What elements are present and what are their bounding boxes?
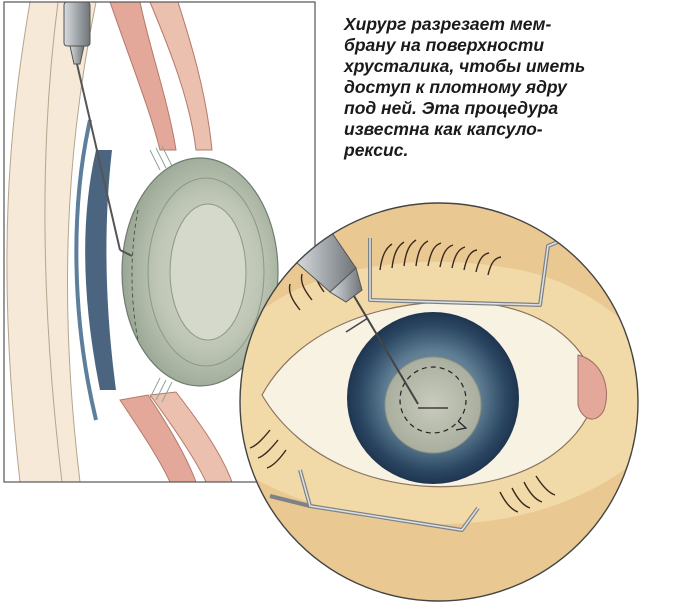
- caption-line: рексис.: [344, 140, 409, 160]
- eye-closeup-icon: [239, 202, 639, 602]
- caption-line: брану на поверхности: [344, 35, 545, 55]
- caption-text: Хирург разрезает мем- брану на поверхнос…: [344, 14, 666, 161]
- caption-line: известна как капсуло-: [344, 119, 543, 139]
- pupil-lens: [384, 356, 482, 454]
- caption-line: Хирург разрезает мем-: [344, 14, 552, 34]
- cross-section-panel: [3, 1, 316, 483]
- capsulorhexis-path: [399, 366, 467, 434]
- surgical-probe-icon: [63, 2, 133, 257]
- caption-line: хрусталика, чтобы иметь: [344, 56, 586, 76]
- caption-line: доступ к плотному ядру: [344, 77, 567, 97]
- caption-line: под ней. Эта процедура: [344, 98, 559, 118]
- iris-section: [85, 150, 116, 390]
